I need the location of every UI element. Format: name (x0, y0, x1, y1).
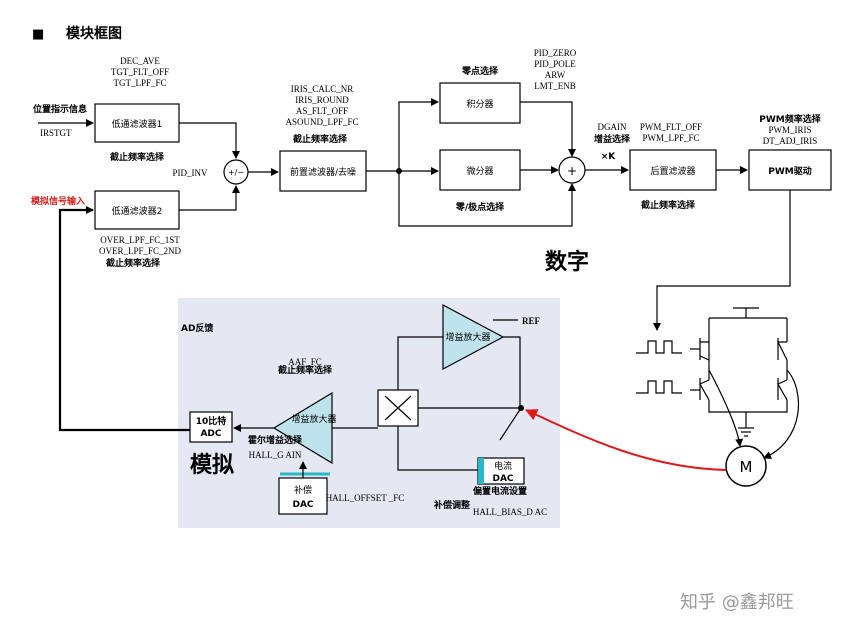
analog-area-label: 模拟 (190, 453, 234, 478)
current-label: 电流 (494, 460, 512, 472)
lpf1-cutoff-label: 截止频率选择 (110, 151, 165, 163)
bias-dac-label: DAC (492, 474, 513, 484)
hall-amp-label-1: 增益放大器 (291, 413, 336, 425)
over-lpf-1st-label: OVER_LPF_FC_1ST (100, 235, 180, 245)
motor-label: M (740, 458, 753, 476)
hall-gain-reg-label: HALL_G AIN (249, 450, 302, 460)
pwm-waveform-1 (636, 340, 682, 354)
hall-gain-select-label: 霍尔增益选择 (248, 434, 303, 446)
digital-area-label: 数字 (545, 249, 589, 275)
lmt-enb-label: LMT_ENB (534, 81, 576, 91)
gain-select-label: 增益选择 (594, 133, 631, 145)
plus-sign: + (567, 164, 577, 178)
hall-offset-label: HALL_OFFSET _FC (326, 493, 405, 503)
motor-symbol (725, 445, 767, 487)
comp-adjust-label: 补偿调整 (433, 499, 470, 511)
tgt-flt-off-label: TGT_FLT_OFF (111, 67, 169, 77)
pwm-flt-off-label: PWM_FLT_OFF (640, 122, 702, 132)
bias-dac-block (477, 457, 525, 485)
adc-bits-label: 10比特 (196, 415, 227, 427)
integrator-block (439, 82, 521, 124)
pwm-lpf-fc-label: PWM_LPF_FC (642, 133, 699, 143)
pwm-iris-label: PWM_IRIS (768, 125, 811, 135)
as-flt-off-label: AS_FLT_OFF (296, 106, 348, 116)
over-lpf-2nd-label: OVER_LPF_FC_2ND (99, 246, 182, 256)
lpf1-block (94, 103, 180, 143)
times-k-label: ×K (601, 152, 617, 162)
sum-sign: +/− (228, 168, 244, 177)
adc-block (189, 411, 233, 443)
dgain-label: DGAIN (598, 122, 627, 132)
lpf2-cutoff-label: 截止频率选择 (106, 257, 161, 269)
page-title: 模块框图 (66, 25, 122, 42)
hall-feedback-arrow (525, 409, 727, 471)
pwm-freq-select-label: PWM频率选择 (759, 113, 821, 125)
pid-zero-label: PID_ZERO (534, 48, 577, 58)
post-filter-cutoff-label: 截止频率选择 (641, 199, 696, 211)
position-input-label: 位置指示信息 (33, 103, 87, 115)
iris-round-label: IRIS_ROUND (295, 95, 349, 105)
pre-filter-cutoff-label: 截止频率选择 (293, 133, 348, 145)
pid-inv-label: PID_INV (173, 168, 208, 178)
dec-ave-label: DEC_AVE (120, 56, 160, 66)
comp-dac-block (278, 477, 328, 515)
aaf-fc-label: AAF_FC (288, 357, 322, 367)
ad-feedback-label: AD反馈 (181, 322, 213, 334)
irstgt-label: IRSTGT (40, 128, 72, 138)
analog-input-label: 模拟信号输入 (31, 195, 85, 207)
lpf2-block (94, 190, 180, 230)
lpf2-label: 低通滤波器2 (112, 205, 163, 217)
dt-adj-iris-label: DT_ADJ_IRIS (763, 136, 818, 146)
asound-lpf-fc-label: ASOUND_LPF_FC (285, 117, 358, 127)
ref-label: REF (522, 316, 541, 326)
pre-filter-label: 前置滤波器/去噪 (290, 166, 356, 178)
pid-pole-label: PID_POLE (534, 59, 576, 69)
post-filter-block (629, 149, 717, 191)
bias-set-label: 偏置电流设置 (473, 485, 527, 497)
integrator-label: 积分器 (466, 98, 493, 110)
pwm-drive-block (748, 149, 832, 191)
pwm-waveform-2 (636, 380, 682, 394)
comp-dac-label: DAC (292, 500, 313, 510)
lpf1-label: 低通滤波器1 (112, 118, 163, 130)
iris-calc-nr-label: IRIS_CALC_NR (291, 84, 354, 94)
ref-gain-amp (442, 304, 505, 370)
h-bridge (690, 307, 788, 437)
tgt-lpf-fc-label: TGT_LPF_FC (113, 78, 166, 88)
aaf-cutoff-label: 截止频率选择 (278, 364, 333, 376)
post-filter-label: 后置滤波器 (650, 165, 695, 177)
differentiator-label: 微分器 (466, 165, 493, 177)
ref-amp-label: 增益放大器 (445, 331, 490, 343)
zero-select-label: 零点选择 (461, 65, 499, 77)
header-bullet: ■ (32, 27, 44, 42)
adc-label: ADC (200, 429, 221, 439)
comp-label: 补偿 (294, 484, 312, 496)
pwm-drive-label: PWM驱动 (768, 166, 811, 177)
zero-pole-select-label: 零/极点选择 (455, 201, 505, 213)
arw-label: ARW (545, 70, 566, 80)
watermark: 知乎 @鑫邦旺 (680, 592, 794, 613)
hall-bias-label: HALL_BIAS_D AC (473, 507, 547, 517)
